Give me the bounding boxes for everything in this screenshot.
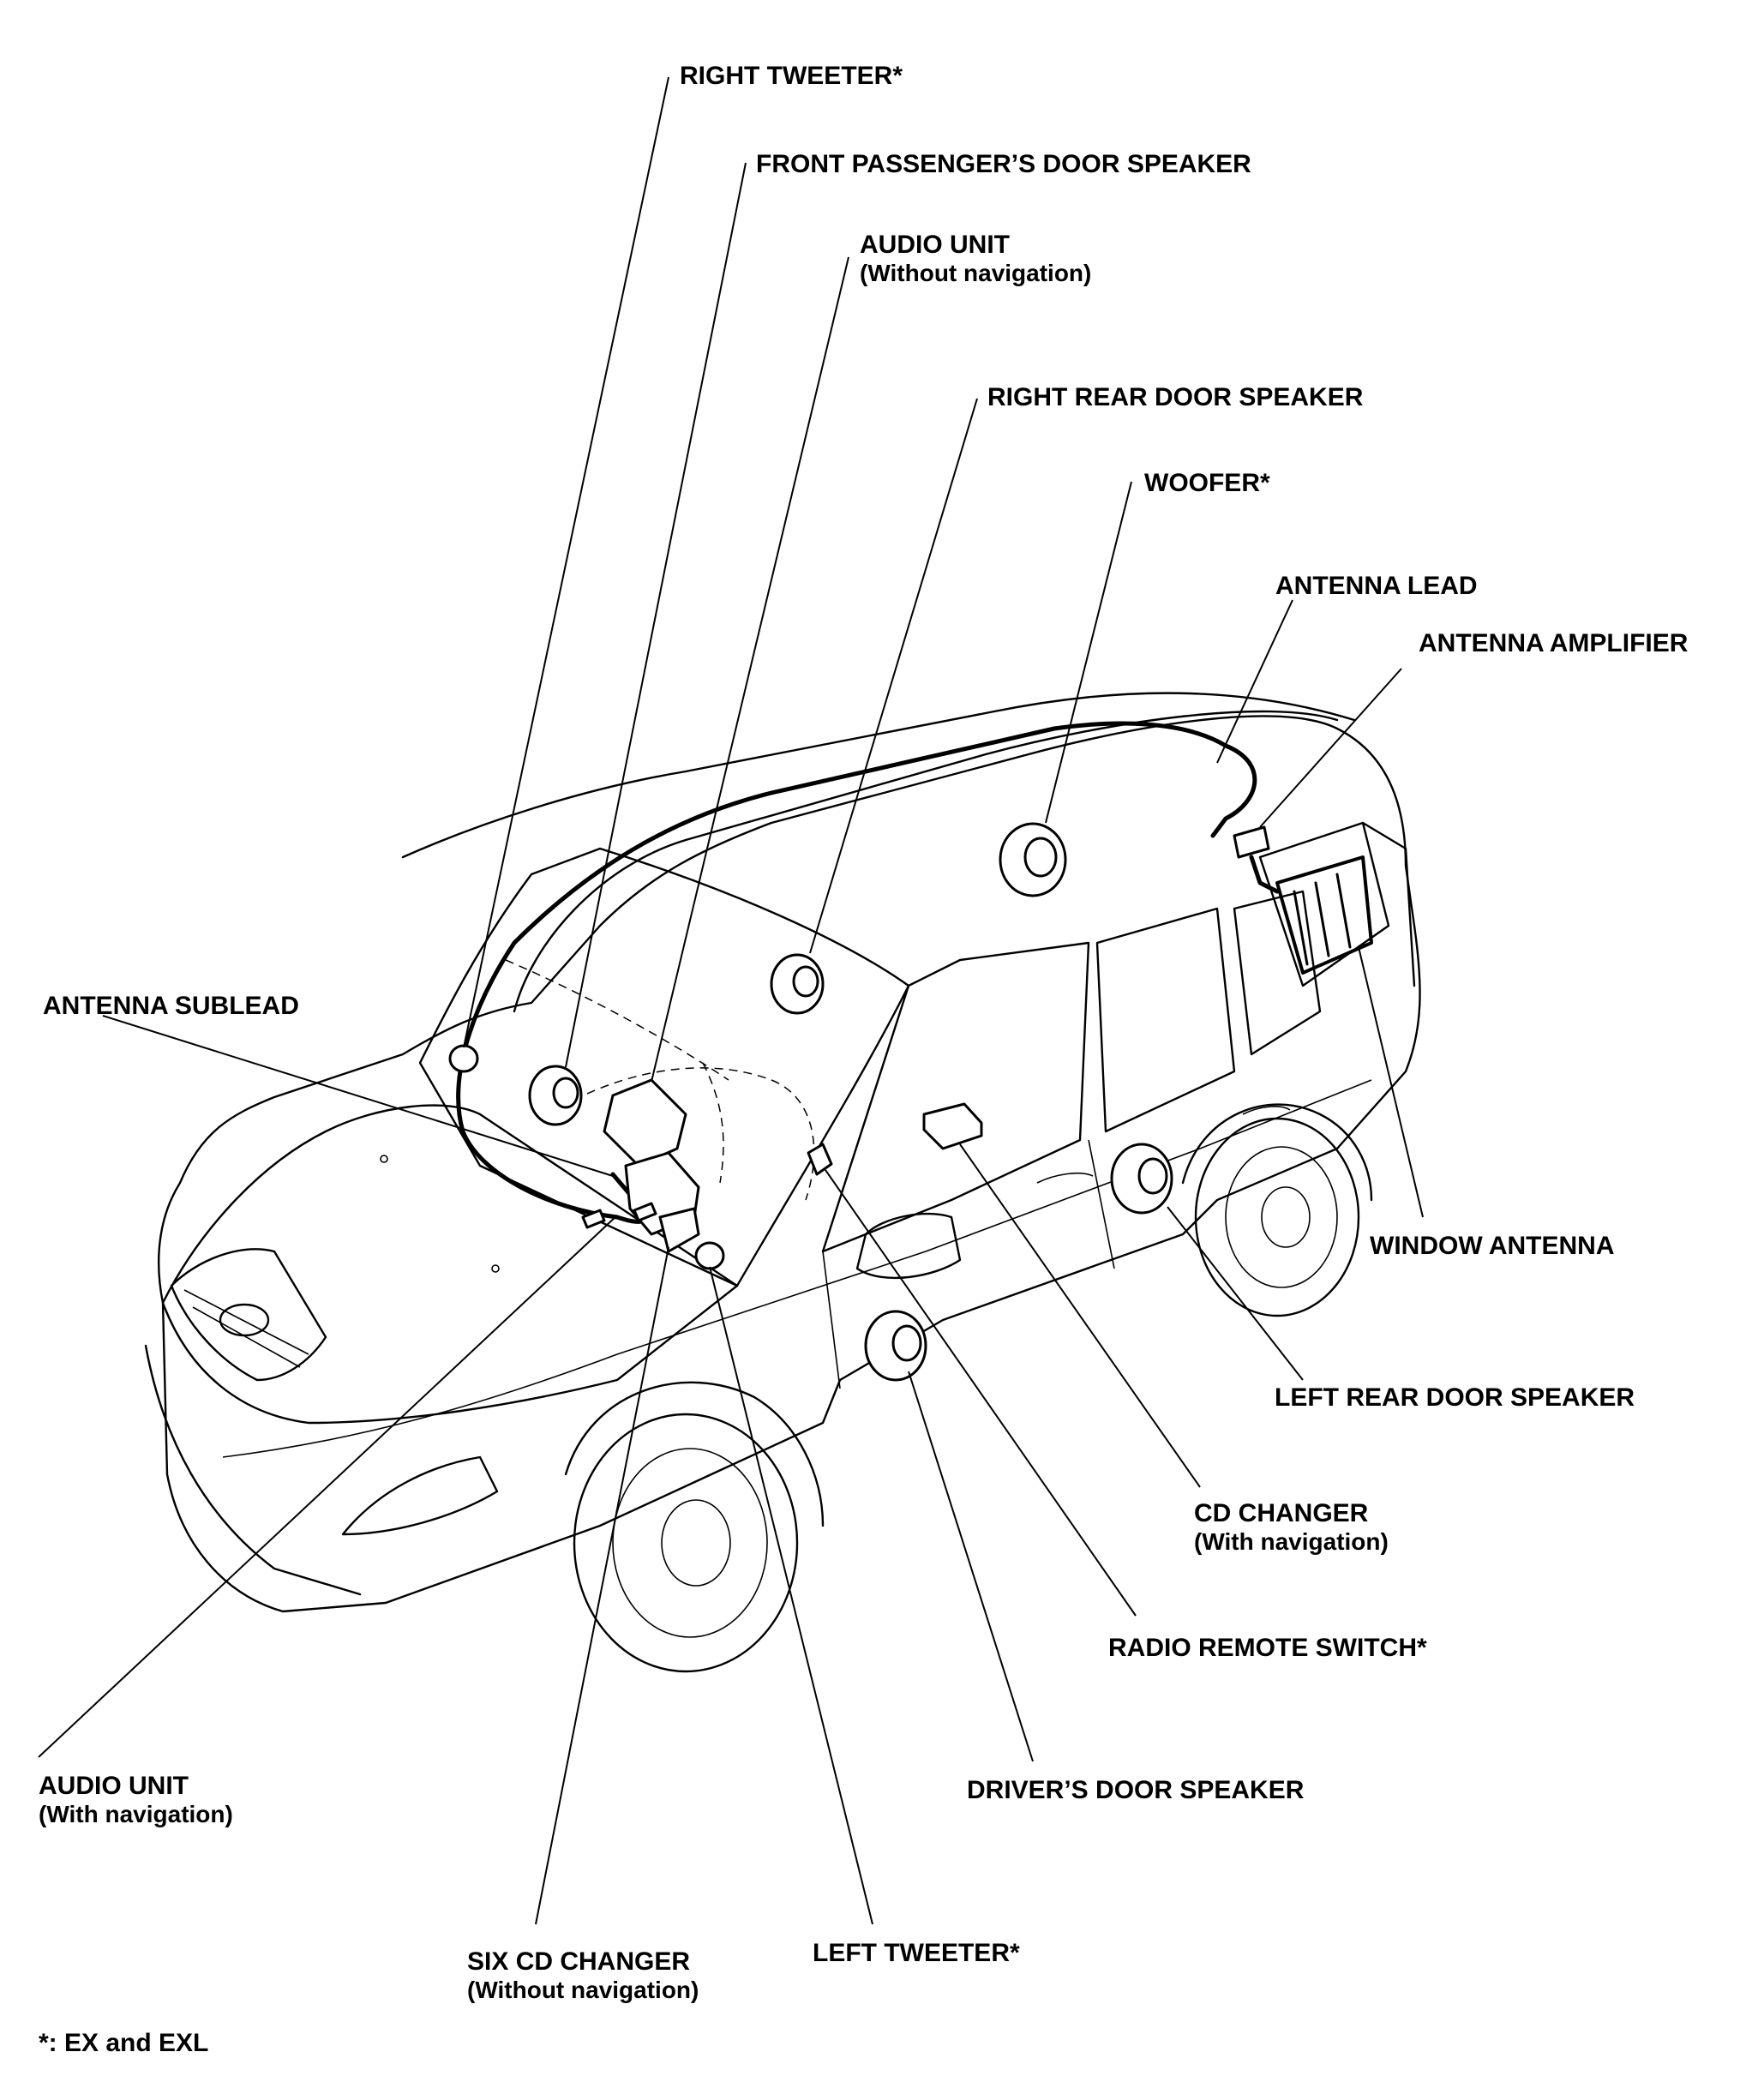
label-audio-unit-with-nav: AUDIO UNIT	[39, 1772, 189, 1800]
antenna-sublead-connector	[581, 1209, 606, 1229]
audio-unit-without-navigation	[603, 1078, 687, 1167]
components	[448, 721, 1373, 1382]
front-passenger-door-speaker	[528, 1065, 583, 1126]
label-antenna-sublead: ANTENNA SUBLEAD	[43, 992, 299, 1020]
leader-six-cd-changer	[535, 1246, 669, 1925]
label-front-passenger-door-speaker: FRONT PASSENGER’S DOOR SPEAKER	[756, 150, 1251, 178]
label-audio-unit-with-nav-note: (With navigation)	[39, 1801, 233, 1827]
audio-connector	[633, 1202, 657, 1222]
label-cd-changer: CD CHANGER	[1194, 1499, 1369, 1527]
leader-woofer	[1045, 481, 1132, 824]
cd-changer-with-navigation	[922, 1102, 983, 1150]
label-cd-changer-note: (With navigation)	[1194, 1528, 1389, 1555]
leader-window-antenna	[1358, 946, 1424, 1218]
leader-right-tweeter	[463, 76, 669, 1048]
left-tweeter	[694, 1241, 725, 1270]
left-rear-door-speaker	[1110, 1143, 1173, 1215]
label-six-cd-changer-note: (Without navigation)	[467, 1977, 699, 2003]
vehicle-outline	[144, 692, 1421, 1673]
radio-remote-switch	[807, 1143, 833, 1176]
label-left-tweeter: LEFT TWEETER*	[813, 1939, 1020, 1967]
label-radio-remote-switch: RADIO REMOTE SWITCH*	[1108, 1634, 1427, 1662]
leader-antenna-lead	[1216, 599, 1293, 764]
window-antenna	[1275, 855, 1373, 975]
label-right-rear-door-speaker: RIGHT REAR DOOR SPEAKER	[987, 383, 1364, 411]
leader-drivers-door-speaker	[908, 1371, 1034, 1762]
right-tweeter	[448, 1044, 479, 1073]
leader-antenna-amplifier	[1259, 668, 1402, 828]
leader-left-tweeter	[709, 1266, 873, 1925]
callout-labels: RIGHT TWEETER* FRONT PASSENGER’S DOOR SP…	[39, 62, 1689, 2057]
leader-radio-remote-switch	[825, 1169, 1137, 1617]
label-audio-unit-without-nav: AUDIO UNIT	[860, 231, 1010, 259]
antenna-lead-cable	[456, 721, 1257, 1134]
footnote: *: EX and EXL	[39, 2029, 208, 2057]
leader-front-passenger-door-speaker	[565, 162, 747, 1068]
leader-cd-changer	[959, 1143, 1201, 1488]
label-audio-unit-without-nav-note: (Without navigation)	[860, 260, 1091, 286]
label-antenna-amplifier: ANTENNA AMPLIFIER	[1419, 629, 1689, 657]
label-right-tweeter: RIGHT TWEETER*	[680, 62, 903, 90]
label-woofer: WOOFER*	[1144, 469, 1270, 497]
leader-left-rear-door-speaker	[1167, 1206, 1304, 1381]
antenna-amplifier	[1233, 825, 1270, 859]
leader-right-rear-door-speaker	[809, 398, 978, 954]
label-window-antenna: WINDOW ANTENNA	[1370, 1232, 1615, 1260]
label-antenna-lead: ANTENNA LEAD	[1275, 572, 1478, 600]
woofer	[999, 822, 1067, 897]
right-rear-door-speaker	[770, 953, 825, 1015]
six-cd-changer	[658, 1207, 700, 1253]
leader-lines	[38, 76, 1424, 1925]
antenna-amp-cable	[1249, 855, 1280, 894]
label-six-cd-changer: SIX CD CHANGER	[467, 1947, 690, 1976]
label-drivers-door-speaker: DRIVER’S DOOR SPEAKER	[967, 1776, 1305, 1804]
leader-antenna-sublead	[102, 1015, 614, 1177]
drivers-door-speaker	[864, 1310, 927, 1382]
leader-audio-unit-with-nav	[38, 1215, 618, 1758]
leader-audio-unit-without-nav	[651, 256, 849, 1083]
label-left-rear-door-speaker: LEFT REAR DOOR SPEAKER	[1275, 1383, 1635, 1412]
